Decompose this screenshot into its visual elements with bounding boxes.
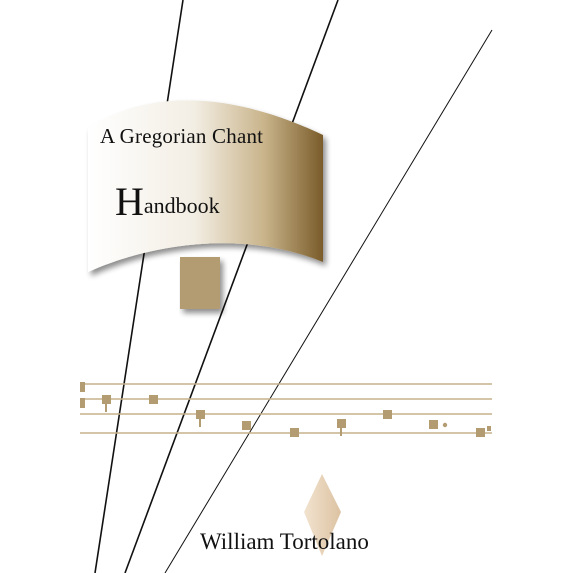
author-name: William Tortolano <box>200 529 369 554</box>
title-banner <box>88 100 323 272</box>
title-line-1: A Gregorian Chant <box>100 124 264 148</box>
diagonal-line-3 <box>164 29 493 573</box>
clef-mark <box>80 382 85 408</box>
rhombus-note <box>304 474 341 556</box>
diagonal-line-1 <box>94 0 184 573</box>
title-line-2: Handbook <box>115 182 220 222</box>
square-punctum <box>180 257 220 309</box>
title-rest: andbook <box>143 193 220 218</box>
chant-staff <box>80 383 492 434</box>
neumes <box>102 395 491 437</box>
title-initial: H <box>115 179 144 224</box>
diagonal-line-2 <box>124 0 339 573</box>
